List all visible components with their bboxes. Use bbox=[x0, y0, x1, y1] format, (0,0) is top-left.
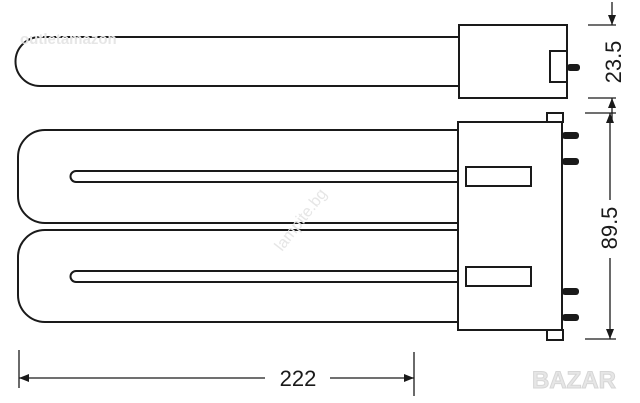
side-pin bbox=[567, 64, 580, 71]
side-view: 23.5 bbox=[14, 2, 626, 120]
watermark-outletamazon: outletamazon bbox=[20, 31, 117, 48]
upper-tube bbox=[17, 129, 457, 224]
bottom-tab bbox=[546, 329, 564, 341]
lower-tube bbox=[17, 229, 457, 323]
pin bbox=[562, 132, 579, 139]
dimension-height-front: 89.5 bbox=[597, 207, 622, 250]
front-view: 89.5 222 bbox=[17, 112, 622, 396]
upper-window bbox=[465, 166, 532, 187]
top-tab bbox=[546, 112, 564, 123]
dimension-length: 222 bbox=[280, 366, 317, 391]
pin bbox=[562, 288, 579, 295]
lower-window bbox=[465, 266, 532, 287]
pin bbox=[562, 314, 579, 321]
lower-slit bbox=[69, 270, 457, 283]
upper-slit bbox=[69, 170, 457, 183]
watermark-bazar: BAZAR bbox=[532, 367, 616, 394]
dimension-23-5: 23.5 bbox=[588, 2, 626, 120]
dimension-222: 222 bbox=[18, 350, 415, 396]
front-base bbox=[457, 121, 563, 331]
dimension-height-side: 23.5 bbox=[601, 41, 626, 84]
side-tube bbox=[14, 36, 459, 87]
watermark-lampite: lampite.bg bbox=[272, 186, 331, 255]
side-key bbox=[549, 50, 568, 83]
pin bbox=[562, 158, 579, 165]
dimension-89-5: 89.5 bbox=[585, 112, 622, 340]
